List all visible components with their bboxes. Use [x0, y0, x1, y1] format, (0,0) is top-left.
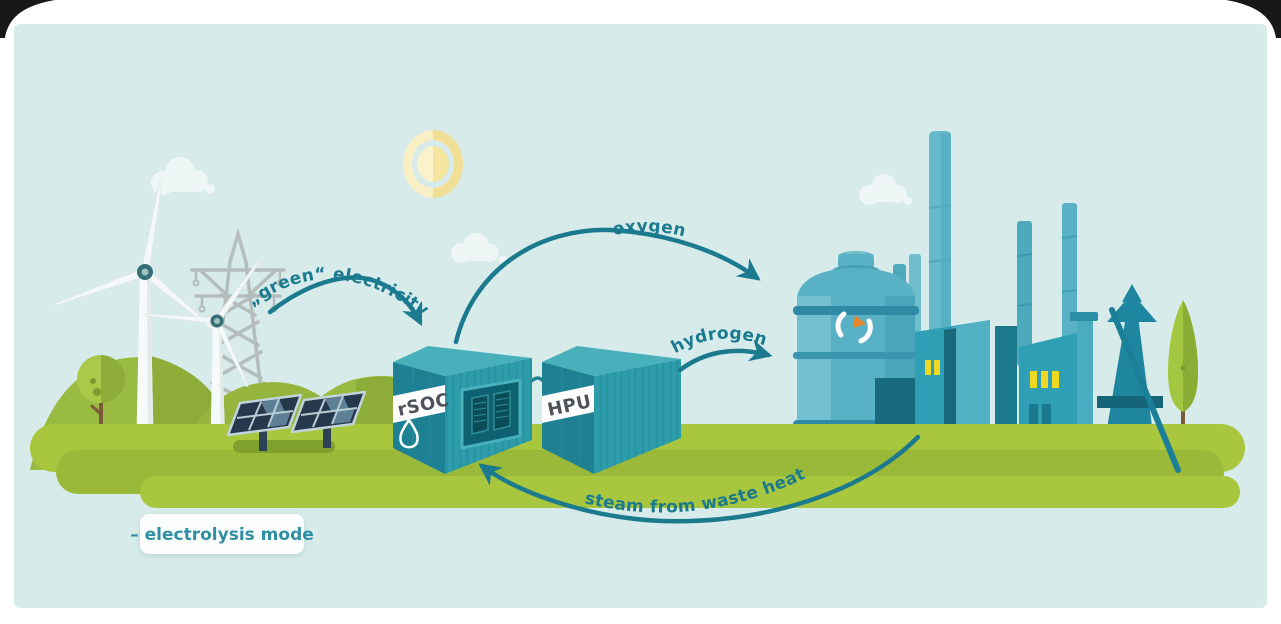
green-electricity-arrow	[267, 275, 423, 327]
oxygen-arrow	[453, 227, 761, 345]
sun-icon	[403, 130, 463, 198]
solar-panels	[226, 390, 367, 453]
steam-arrow	[478, 434, 921, 524]
cloud	[151, 157, 215, 195]
rsoc-label-plate	[393, 385, 445, 423]
rsoc-container: rSOC	[393, 346, 532, 474]
derrick-strut	[1109, 307, 1181, 473]
factory-window	[1052, 371, 1059, 388]
recycle-icon	[835, 311, 873, 344]
ground-strip	[140, 476, 1240, 508]
legend-label: – electrolysis mode	[130, 525, 314, 545]
hpu-container: HPU	[542, 346, 681, 474]
round-tree	[77, 355, 125, 432]
cloud	[859, 174, 912, 205]
electrolysis-mode-legend: – electrolysis mode	[130, 514, 314, 554]
wind-turbine-large	[53, 176, 220, 458]
droplet-icon	[399, 417, 419, 449]
factory-window	[934, 360, 940, 375]
cloud	[451, 233, 507, 264]
factory-window	[925, 360, 931, 375]
hpu-label-plate	[542, 385, 594, 423]
window-corner-right	[1226, 0, 1281, 38]
legend-chip	[140, 514, 304, 554]
hydrogen-arrow	[677, 339, 773, 373]
cypress-tree	[1168, 300, 1198, 424]
rsoc-equipment-bay	[460, 378, 522, 450]
factory-window	[1030, 371, 1037, 388]
factory-window	[1041, 371, 1048, 388]
window-corner-left	[0, 0, 55, 38]
